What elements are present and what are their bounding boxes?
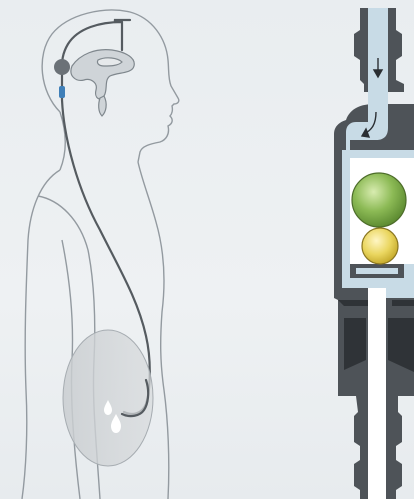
- shunt-reservoir: [54, 59, 70, 75]
- chamber-slot: [356, 268, 398, 274]
- back-outline: [22, 170, 60, 499]
- valve-marker: [59, 86, 65, 98]
- spring-seat: [386, 288, 414, 298]
- brain-ventricles: [71, 50, 134, 116]
- abdominal-cavity: [63, 330, 153, 466]
- wedge-right-top: [392, 300, 414, 306]
- torso-front: [138, 162, 169, 499]
- outlet-bore: [368, 396, 386, 499]
- valve-cross-section: [334, 8, 414, 499]
- inlet-channel: [368, 8, 388, 104]
- ball-large: [352, 173, 406, 227]
- ball-small: [362, 228, 398, 264]
